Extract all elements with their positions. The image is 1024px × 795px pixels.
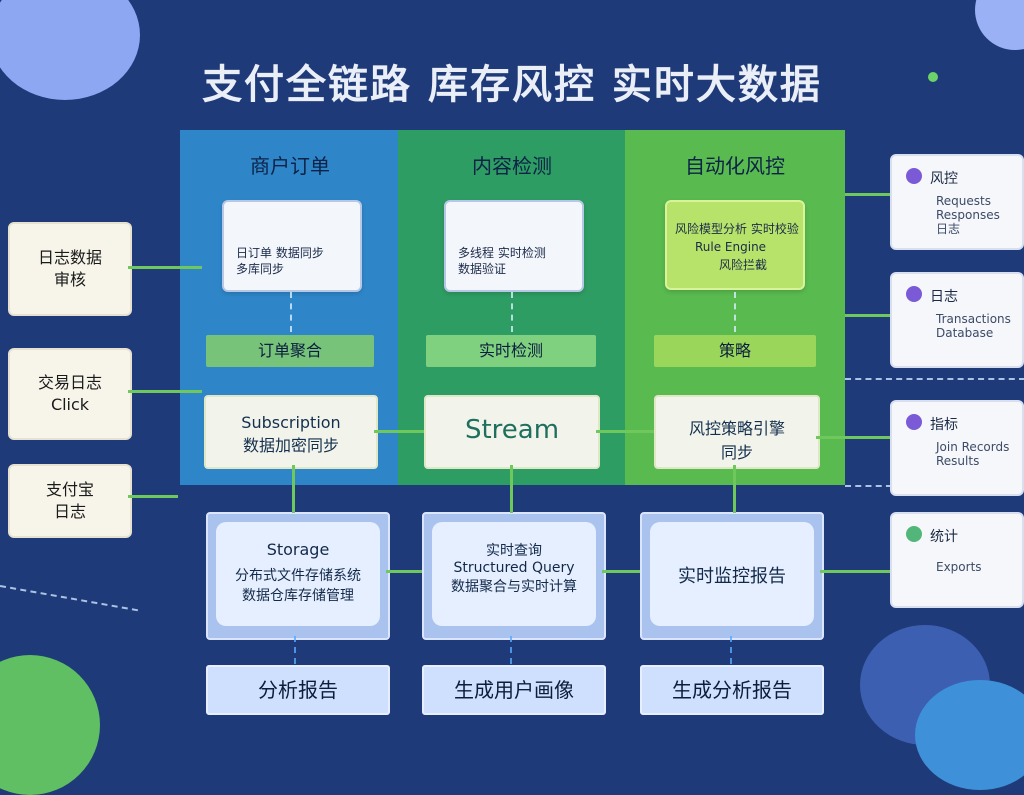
col3-title: 自动化风控 (685, 154, 785, 178)
arrow-blue-out-3 (730, 636, 732, 664)
left-box-3-line2: 日志 (53, 502, 86, 521)
connector-right-4 (820, 570, 890, 573)
arrow-col1-card-stripe (290, 292, 292, 332)
query-box: 实时查询 Structured Query 数据聚合与实时计算 (422, 512, 606, 640)
report-box: 实时监控报告 (640, 512, 824, 640)
col1-card: 日订单 数据同步 多库同步 (222, 200, 362, 292)
col1-card-line1: 日订单 数据同步 (236, 246, 324, 260)
right-box-4-line1: Exports (936, 560, 982, 574)
arrow-col3-card-stripe (734, 292, 736, 332)
connector-col3-down (733, 465, 736, 513)
connector-col2-down (510, 465, 513, 513)
right-box-4-title: 统计 (930, 529, 958, 545)
right-box-1-title: 风控 (930, 171, 958, 187)
query-box-line1: 实时查询 (486, 543, 542, 559)
col2-stripe: 实时检测 (426, 335, 596, 367)
left-box-1-line1: 日志数据 (37, 248, 102, 267)
col1-stripe: 订单聚合 (206, 335, 374, 367)
connector-box-2-3 (596, 430, 654, 433)
storage-box-inner: Storage 分布式文件存储系统 数据仓库存储管理 (216, 522, 380, 626)
connector-left-1 (128, 266, 202, 269)
col2-box-line1: Stream (464, 415, 560, 445)
arrow-blue-out-1 (294, 636, 296, 664)
storage-box-line3: 数据仓库存储管理 (242, 588, 354, 604)
right-box-3-icon (906, 414, 922, 430)
dash-line-left (0, 585, 139, 612)
right-box-1-line1: Requests (936, 194, 991, 208)
output-2: 生成用户画像 (422, 665, 606, 715)
bg-circle-top-right (975, 0, 1024, 50)
connector-right-3 (816, 436, 890, 439)
right-box-3: 指标 Join Records Results (890, 400, 1024, 496)
storage-box-line1: Storage (266, 540, 330, 559)
right-box-2-line1: Transactions (936, 312, 1011, 326)
right-box-1-line3: 日志 (936, 222, 961, 236)
right-box-2-icon (906, 286, 922, 302)
col1-box-line2: 数据加密同步 (242, 436, 339, 455)
left-box-3: 支付宝 日志 (8, 464, 132, 538)
right-box-2: 日志 Transactions Database (890, 272, 1024, 368)
col1-box: Subscription 数据加密同步 (204, 395, 378, 469)
left-box-1: 日志数据 审核 (8, 222, 132, 316)
arrow-col2-card-stripe (511, 292, 513, 332)
col3-card-line2: Rule Engine (695, 240, 767, 254)
right-box-2-line2: Database (936, 326, 994, 340)
col2-card: 多线程 实时检测 数据验证 (444, 200, 584, 292)
query-box-line3: 数据聚合与实时计算 (451, 579, 577, 595)
connector-right-1 (845, 193, 890, 196)
col3-box-line1: 风控策略引擎 (688, 419, 785, 438)
col2-title: 内容检测 (472, 154, 552, 178)
connector-left-2 (128, 390, 202, 393)
arrow-blue-out-2 (510, 636, 512, 664)
col3-card: 风险模型分析 实时校验 Rule Engine 风险拦截 (665, 200, 805, 290)
col3-card-line1: 风险模型分析 实时校验 (675, 222, 799, 236)
col1-box-line1: Subscription (241, 413, 341, 432)
right-box-4: 统计 Exports (890, 512, 1024, 608)
connector-col1-down (292, 465, 295, 513)
connector-blue-2-3 (602, 570, 640, 573)
report-box-line1: 实时监控报告 (678, 566, 786, 587)
left-box-1-line2: 审核 (53, 270, 86, 289)
right-box-3-line1: Join Records (936, 440, 1010, 454)
bg-circle-bottom-left (0, 655, 100, 795)
right-box-2-title: 日志 (930, 289, 958, 305)
report-box-inner: 实时监控报告 (650, 522, 814, 626)
col3-box: 风控策略引擎 同步 (654, 395, 820, 469)
right-box-4-icon (906, 526, 922, 542)
col3-stripe: 策略 (654, 335, 816, 367)
output-3: 生成分析报告 (640, 665, 824, 715)
output-1: 分析报告 (206, 665, 390, 715)
dash-line-right-a (845, 378, 1024, 380)
storage-box-line2: 分布式文件存储系统 (235, 568, 361, 584)
right-box-1: 风控 Requests Responses 日志 (890, 154, 1024, 250)
page-title: 支付全链路 库存风控 实时大数据 (202, 62, 822, 108)
connector-box-1-2 (374, 430, 424, 433)
bg-dot-green (928, 72, 938, 82)
left-box-2-line2: Click (50, 395, 90, 414)
right-box-1-icon (906, 168, 922, 184)
left-box-3-line1: 支付宝 (45, 480, 94, 499)
query-box-inner: 实时查询 Structured Query 数据聚合与实时计算 (432, 522, 596, 626)
connector-left-3 (128, 495, 178, 498)
col2-card-line2: 数据验证 (458, 262, 507, 276)
connector-blue-1-2 (386, 570, 422, 573)
connector-right-2 (845, 314, 890, 317)
right-box-3-title: 指标 (930, 417, 958, 433)
col2-box: Stream (424, 395, 600, 469)
right-box-1-line2: Responses (936, 208, 1000, 222)
col2-card-line1: 多线程 实时检测 (458, 246, 546, 260)
storage-box: Storage 分布式文件存储系统 数据仓库存储管理 (206, 512, 390, 640)
col3-card-line3: 风险拦截 (719, 258, 768, 272)
query-box-line2: Structured Query (453, 560, 575, 576)
col3-box-line2: 同步 (720, 443, 753, 462)
col1-title: 商户订单 (250, 154, 330, 178)
left-box-2-line1: 交易日志 (37, 373, 102, 392)
col1-card-line2: 多库同步 (236, 262, 285, 276)
right-box-3-line2: Results (936, 454, 980, 468)
left-box-2: 交易日志 Click (8, 348, 132, 440)
